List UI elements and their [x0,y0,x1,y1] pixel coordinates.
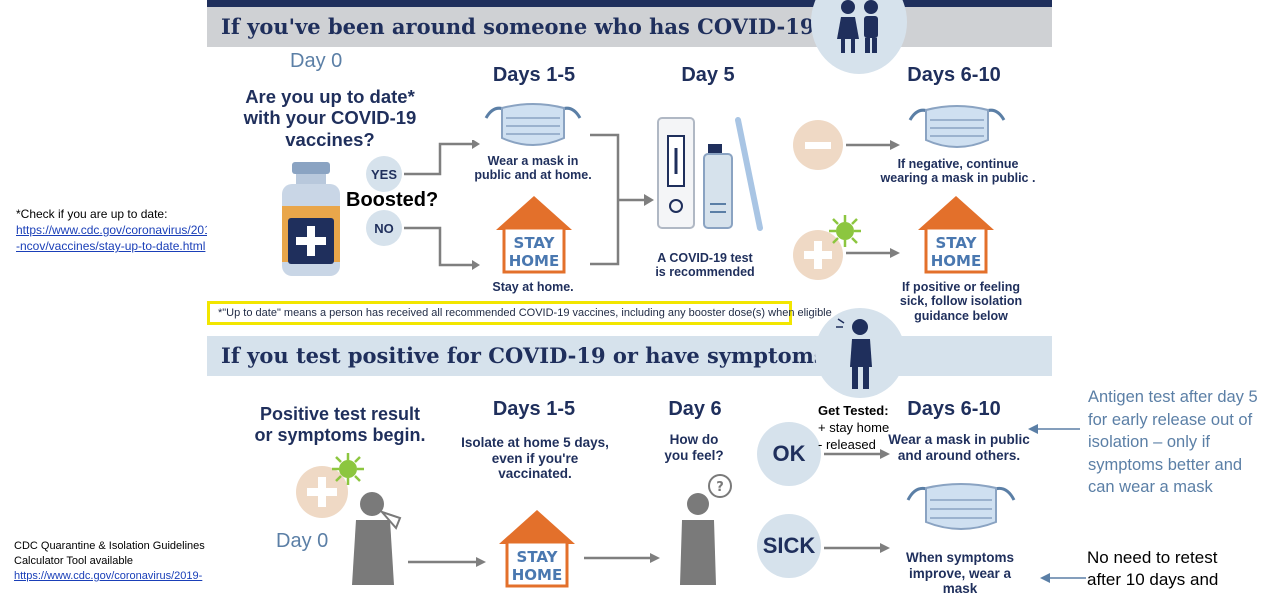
antigen-line-3: isolation – only if [1088,433,1210,451]
released-label: - released [818,437,876,452]
sneezing-person-icon [346,488,410,585]
svg-text:?: ? [716,480,724,495]
ok-sick-arrows [824,449,890,553]
days610-bottom: Days 6-10 [907,398,1001,420]
positive-begin: Positive test result or symptoms begin. [254,404,426,445]
guidelines-note: CDC Quarantine & Isolation Guidelines – … [14,539,214,584]
negative-instruction: If negative, continue wearing a mask in … [880,157,1036,186]
people-icon [811,0,907,74]
days15-top: Days 1-5 [492,64,576,86]
positive-icon [793,230,843,280]
day0-bottom: Day 0 [276,530,329,552]
test-recommended: A COVID-19 test is recommended [655,251,755,280]
svg-text:HOME: HOME [509,252,559,270]
day6-bottom: Day 6 [668,398,722,420]
get-tested-label: Get Tested: [818,403,889,418]
minus-sign [805,141,831,149]
svg-text:STAY: STAY [517,548,559,566]
guidelines-line-2: Calculator Tool available [14,555,134,567]
svg-text:HOME: HOME [931,252,981,270]
thinking-person-icon: ? [676,472,738,585]
uptodate-question: Are you up to date* with your COVID-19 v… [243,86,417,150]
how-feel: How do you feel? [664,432,724,463]
neg-pos-arrows [846,140,900,258]
negative-icon [793,120,843,170]
positive-banner: If you test positive for COVID-19 or hav… [207,336,1052,376]
isolate-instruction: Isolate at home 5 days, even if you're v… [461,435,609,482]
guidelines-link[interactable]: https://www.cdc.gov/coronavirus/2019- [14,570,203,582]
uptodate-footnote: *"Up to date" means a person has receive… [207,301,832,325]
virus-icon-top [828,214,862,248]
no-pill: NO [366,210,402,246]
get-tested-note: Get Tested: + stay home - released [818,402,889,453]
day5-top: Day 5 [681,64,735,86]
days610-top: Days 6-10 [907,64,1001,86]
day0-top: Day 0 [290,50,343,72]
stay-home-label: + stay home [818,420,890,435]
days15-bottom: Days 1-5 [492,398,576,420]
mask-icon-top-right [908,102,1006,154]
svg-text:HOME: HOME [512,566,562,584]
antigen-line-2: for early release out of [1088,410,1253,429]
uptodate-link[interactable]: https://www.cdc.gov/coronavirus/2019 -nc… [16,222,217,254]
boosted-annotation: Boosted? [346,189,439,211]
yes-instruction: Wear a mask in public and at home. [474,154,592,183]
vaccine-vial-icon [278,160,344,280]
test-kit-icon [656,114,766,234]
antigen-note: Antigen test after day 5 for early relea… [1088,386,1258,499]
merge-arrow-top [590,133,654,266]
antigen-line-4: symptoms better and [1088,455,1243,474]
infographic-panel [207,0,1052,585]
link-line-2: -ncov/vaccines/stay-up-to-date.html [16,239,206,253]
stay-instruction: Stay at home. [492,280,574,294]
exposure-banner: If you've been around someone who has CO… [207,7,1052,47]
arrow-to-day6 [584,553,660,563]
sick-badge: SICK [757,514,821,578]
retest-pointer-arrow [1040,573,1086,583]
antigen-pointer-arrow [1028,424,1080,434]
sick-instruction: When symptoms improve, wear a mask [905,550,1014,597]
antigen-line-1: Antigen test after day 5 [1088,388,1258,406]
positive-plus-icon [296,466,348,518]
yes-pill: YES [366,156,402,192]
svg-text:STAY: STAY [936,234,978,252]
link-line-1: https://www.cdc.gov/coronavirus/2019 [16,223,218,237]
stay-home-house-bottom: STAY HOME [495,506,579,590]
stay-home-house-top: STAY HOME [492,192,576,276]
uptodate-note: *Check if you are up to date: https://ww… [16,206,217,254]
yes-no-arrows [404,140,480,270]
positive-instruction: If positive or feeling sick, follow isol… [899,280,1023,323]
retest-note: No need to retest after 10 days and [1087,547,1218,591]
retest-line-2: after 10 days and [1087,570,1219,589]
mask-icon-bottom-right [906,480,1016,536]
top-bar [207,0,1052,7]
svg-text:STAY: STAY [514,234,556,252]
retest-line-1: No need to retest [1087,548,1218,567]
ok-instruction: Wear a mask in public and around others. [888,432,1030,463]
check-label: *Check if you are up to date: [16,207,168,221]
arrow-to-isolate [408,557,486,567]
stay-home-house-top-right: STAY HOME [914,192,998,276]
guidelines-line-1: CDC Quarantine & Isolation Guidelines – [14,540,214,552]
mask-icon-top [484,100,582,152]
ok-badge: OK [757,422,821,486]
antigen-line-5: can wear a mask [1088,478,1213,496]
virus-icon-bottom [331,452,365,486]
coughing-person-icon [815,308,905,398]
plus-sign [804,241,832,269]
